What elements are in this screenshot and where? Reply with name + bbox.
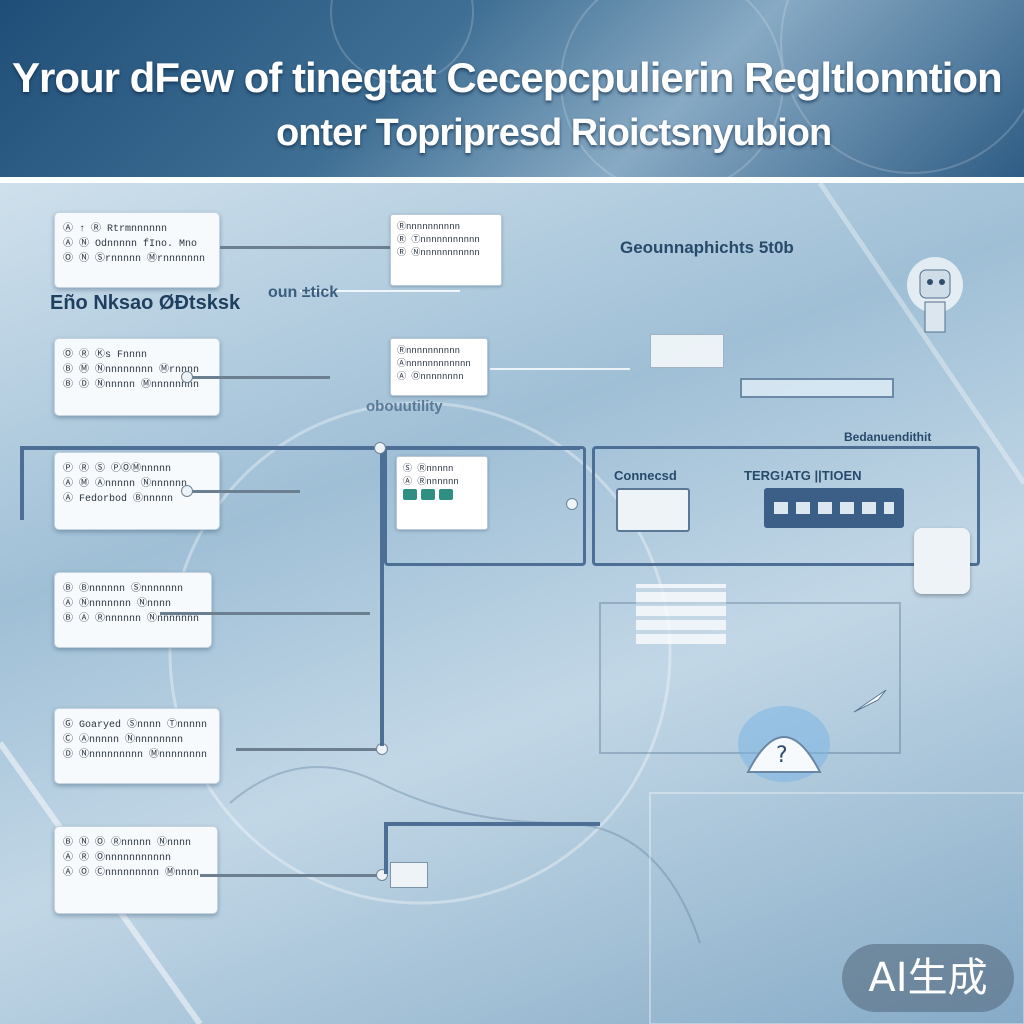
status-button[interactable]: [439, 489, 453, 500]
process-frame: [384, 446, 586, 566]
small-device: [390, 862, 428, 888]
header-banner: Yrour dFew of tinegtat Cecepcpulierin Re…: [0, 0, 1024, 180]
trunk-line: [384, 822, 600, 826]
card-row: Ⓡ Ⓝnnnnnnnnnnn: [397, 248, 480, 258]
trunk-line: [384, 822, 388, 874]
server-icon: [914, 528, 970, 594]
card-row: Ⓐ Ⓡ Ⓞnnnnnnnnnnn: [63, 852, 172, 864]
card-row: Ⓑ Ⓐ Ⓡnnnnnn Ⓝnnnnnnn: [63, 613, 200, 625]
card-row: Ⓟ Ⓡ Ⓢ ⓅⓄⓂnnnnn: [63, 463, 172, 475]
card-row: Ⓐnnnnnnnnnnnn: [397, 359, 471, 369]
decor-ring: [560, 0, 784, 180]
card-row: Ⓒ Ⓐnnnnn Ⓝnnnnnnnn: [63, 734, 184, 746]
trunk-line: [380, 446, 384, 746]
connector-line: [300, 290, 460, 292]
middle-label: obouutility: [366, 398, 443, 415]
info-card-1[interactable]: Ⓐ ↑ Ⓡ Rtrmnnnnnn Ⓐ Ⓝ Odnnnnn fIno. Mno Ⓞ…: [54, 212, 220, 288]
left-caption: Eño Nksao ØĐtsksk: [50, 292, 241, 314]
info-card-4[interactable]: Ⓑ Ⓑnnnnnn Ⓢnnnnnnn Ⓐ Ⓝnnnnnnn Ⓝnnnn Ⓑ Ⓐ …: [54, 572, 212, 648]
connector-line: [236, 748, 386, 751]
info-card-6[interactable]: Ⓑ Ⓝ Ⓞ Ⓡnnnnn Ⓝnnnn Ⓐ Ⓡ Ⓞnnnnnnnnnnn Ⓐ Ⓞ …: [54, 826, 218, 914]
connector-node: [566, 498, 578, 510]
card-row: Ⓐ Fedorbod Ⓑnnnnn: [63, 493, 174, 505]
floating-panel[interactable]: [650, 334, 724, 368]
connector-node: [181, 485, 193, 497]
status-button[interactable]: [403, 489, 417, 500]
connector-line: [490, 368, 630, 370]
connector-line: [200, 874, 386, 877]
robot-icon: [900, 250, 970, 340]
process-frame-right: [592, 446, 980, 566]
card-row: Ⓐ Ⓜ Ⓐnnnnn Ⓝnnnnnn: [63, 478, 188, 490]
trunk-line: [20, 446, 24, 520]
alert-icon: ?: [734, 702, 834, 786]
page-title: Yrour dFew of tinegtat Cecepcpulierin Re…: [12, 54, 1003, 101]
button-row: [403, 487, 481, 500]
panel-buttons: [774, 502, 894, 514]
card-row: Ⓑ Ⓜ Ⓝnnnnnnnn Ⓜrnnnn: [63, 364, 200, 376]
connector-line: [190, 490, 300, 493]
card-row: Ⓞ Ⓡ Ⓚs Fnnnn: [63, 349, 148, 361]
card-row: Ⓡ Ⓣnnnnnnnnnnn: [397, 235, 480, 245]
svg-text:?: ?: [776, 743, 788, 768]
control-panel[interactable]: [764, 488, 904, 528]
card-row: Ⓡnnnnnnnnnn: [397, 222, 461, 232]
left-caption-extra: oun ±tick: [268, 284, 339, 301]
connector-line: [190, 376, 330, 379]
card-row: Ⓐ Ⓡnnnnnn: [403, 477, 459, 487]
connector-node: [374, 442, 386, 454]
connector-node: [181, 371, 193, 383]
card-row: Ⓐ Ⓞnnnnnnnn: [397, 372, 464, 382]
info-card-5[interactable]: Ⓖ Goaryed Ⓢnnnn Ⓣnnnnn Ⓒ Ⓐnnnnn Ⓝnnnnnnn…: [54, 708, 220, 784]
status-button[interactable]: [421, 489, 435, 500]
frame-label-b: TERG!ATG ||TIOEN: [744, 468, 862, 483]
header-divider: [0, 177, 1024, 183]
card-row: Ⓑ Ⓑnnnnnn Ⓢnnnnnnn: [63, 583, 184, 595]
card-row: Ⓖ Goaryed Ⓢnnnn Ⓣnnnnn: [63, 719, 208, 731]
card-row: Ⓑ Ⓝ Ⓞ Ⓡnnnnn Ⓝnnnn: [63, 837, 192, 849]
device-widget[interactable]: [616, 488, 690, 532]
card-row: Ⓑ Ⓓ Ⓝnnnnn Ⓜnnnnnnnn: [63, 379, 200, 391]
card-row: Ⓞ Ⓝ Ⓢrnnnnn Ⓜrnnnnnnn: [63, 253, 206, 265]
slider-bar[interactable]: [740, 378, 894, 398]
page-subtitle: onter Topripresd Rioictsnyubion: [276, 112, 832, 154]
card-row: Ⓐ ↑ Ⓡ Rtrmnnnnnn: [63, 223, 168, 235]
card-row: Ⓢ Ⓡnnnnn: [403, 464, 454, 474]
ai-generated-badge: AI生成: [842, 944, 1014, 1012]
detail-card-1[interactable]: Ⓡnnnnnnnnnn Ⓡ Ⓣnnnnnnnnnnn Ⓡ Ⓝnnnnnnnnnn…: [390, 214, 502, 286]
detail-card-2[interactable]: Ⓡnnnnnnnnnn Ⓐnnnnnnnnnnnn Ⓐ Ⓞnnnnnnnn: [390, 338, 488, 396]
grid-panel: [636, 584, 726, 644]
top-right-label: Geounnaphichts 5t0b: [620, 238, 794, 257]
right-tag: Bedanuendithit: [844, 430, 932, 444]
connector-line: [160, 612, 370, 615]
card-row: Ⓐ Ⓝnnnnnnn Ⓝnnnn: [63, 598, 172, 610]
connector-line: [220, 246, 390, 249]
card-row: Ⓡnnnnnnnnnn: [397, 346, 461, 356]
card-row: Ⓐ Ⓞ Ⓒnnnnnnnnn Ⓜnnnn: [63, 867, 200, 879]
trunk-line: [20, 446, 580, 450]
frame-label-a: Connecsd: [614, 468, 677, 483]
pointer-icon: [850, 686, 890, 716]
card-row: Ⓐ Ⓝ Odnnnnn fIno. Mno: [63, 238, 198, 250]
detail-card-3[interactable]: Ⓢ Ⓡnnnnn Ⓐ Ⓡnnnnnn: [396, 456, 488, 530]
card-row: Ⓓ Ⓝnnnnnnnnn Ⓜnnnnnnnn: [63, 749, 208, 761]
